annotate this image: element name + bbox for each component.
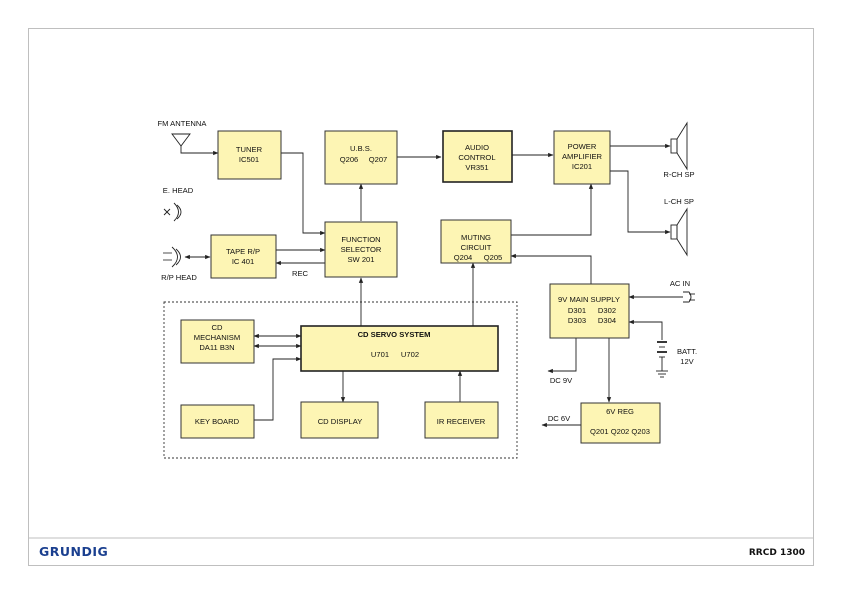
muting-label-2: CIRCUIT — [461, 243, 492, 252]
rp-head-label: R/P HEAD — [161, 273, 197, 282]
muting-to-power-wire — [511, 183, 594, 236]
brand-logo: GRUNDIG — [39, 544, 108, 559]
tape-rp-block: TAPE R/P IC 401 — [210, 234, 277, 279]
erase-head-icon — [163, 202, 182, 222]
cd-servo-label: CD SERVO SYSTEM — [358, 330, 431, 339]
main-supply-d303: D303 — [568, 316, 586, 325]
cd-mechanism-label-1: CD — [212, 323, 223, 332]
audio-control-label-1: AUDIO — [465, 143, 489, 152]
keyboard-label: KEY BOARD — [195, 417, 240, 426]
cd-display-block: CD DISPLAY — [300, 401, 379, 439]
main-supply-d304: D304 — [598, 316, 616, 325]
power-amplifier-block: POWER AMPLIFIER IC201 — [553, 130, 611, 185]
tuner-ic: IC501 — [239, 155, 259, 164]
ubs-q1: Q206 — [340, 155, 359, 164]
page-frame — [28, 28, 814, 566]
function-label-2: SELECTOR — [341, 245, 382, 254]
ubs-label: U.B.S. — [350, 144, 372, 153]
battery-to-supply-wire — [628, 319, 663, 340]
cd-mechanism-label-2: MECHANISM — [194, 333, 240, 342]
function-sw: SW 201 — [347, 255, 374, 264]
cd-servo-block: CD SERVO SYSTEM U701 U702 — [300, 325, 499, 372]
tape-rp-label: TAPE R/P — [226, 247, 260, 256]
ac-in-label: AC IN — [670, 279, 690, 288]
tuner-to-function-wire — [281, 152, 326, 236]
audio-control-block: AUDIO CONTROL VR351 — [442, 130, 513, 183]
muting-label-1: MUTING — [461, 233, 491, 242]
e-head-label: E. HEAD — [163, 186, 194, 195]
audio-control-vr: VR351 — [465, 163, 488, 172]
connections — [180, 143, 683, 428]
supply-to-muting-wire — [510, 253, 592, 284]
ac-plug-icon — [683, 291, 695, 303]
ir-receiver-label: IR RECEIVER — [437, 417, 486, 426]
muting-circuit-block: MUTING CIRCUIT Q204 Q205 — [440, 219, 512, 264]
function-label-1: FUNCTION — [341, 235, 380, 244]
function-selector-block: FUNCTION SELECTOR SW 201 — [324, 221, 398, 278]
muting-q2: Q205 — [484, 253, 503, 262]
audio-control-label-2: CONTROL — [458, 153, 495, 162]
main-supply-block: 9V MAIN SUPPLY D301 D302 D303 D304 — [549, 283, 630, 339]
ubs-q2: Q207 — [369, 155, 388, 164]
rec-label: REC — [292, 269, 309, 278]
reg-6v-transistors: Q201 Q202 Q203 — [590, 427, 650, 436]
l-ch-sp-label: L-CH SP — [664, 197, 694, 206]
tuner-label: TUNER — [236, 145, 263, 154]
ir-receiver-block: IR RECEIVER — [424, 401, 499, 439]
tuner-block: TUNER IC501 — [217, 130, 282, 180]
r-ch-speaker-icon — [670, 121, 688, 171]
dc-9v-label: DC 9V — [550, 376, 573, 385]
antenna-to-tuner-wire — [180, 146, 219, 156]
power-amp-label-1: POWER — [568, 142, 597, 151]
power-amp-ic: IC201 — [572, 162, 592, 171]
dc-9v-output-wire — [547, 338, 577, 374]
power-amp-label-2: AMPLIFIER — [562, 152, 603, 161]
main-supply-label: 9V MAIN SUPPLY — [558, 295, 620, 304]
tape-rp-ic: IC 401 — [232, 257, 254, 266]
cd-mechanism-block: CD MECHANISM DA11 B3N — [180, 319, 255, 364]
main-supply-d302: D302 — [598, 306, 616, 315]
keyboard-block: KEY BOARD — [180, 404, 255, 439]
batt-label: BATT. — [677, 347, 697, 356]
muting-q1: Q204 — [454, 253, 473, 262]
antenna-icon — [171, 133, 191, 147]
batt-voltage-label: 12V — [680, 357, 694, 366]
dc-6v-label: DC 6V — [548, 414, 571, 423]
reg-6v-label: 6V REG — [606, 407, 634, 416]
cd-servo-u702: U702 — [401, 350, 419, 359]
l-ch-speaker-icon — [670, 207, 688, 257]
cd-section-boundary — [163, 301, 518, 459]
fm-antenna-label: FM ANTENNA — [158, 119, 208, 128]
ubs-block: U.B.S. Q206 Q207 — [324, 130, 398, 185]
main-supply-d301: D301 — [568, 306, 586, 315]
cd-mechanism-model: DA11 B3N — [199, 343, 234, 352]
rp-head-icon — [163, 246, 181, 268]
battery-icon — [656, 341, 668, 378]
cd-servo-u701: U701 — [371, 350, 389, 359]
model-number: RRCD 1300 — [749, 548, 805, 558]
keyboard-to-servo-wire — [254, 356, 302, 421]
cd-display-label: CD DISPLAY — [318, 417, 363, 426]
r-ch-sp-label: R-CH SP — [663, 170, 694, 179]
power-to-l-speaker-wire — [610, 170, 671, 235]
reg-6v-block: 6V REG Q201 Q202 Q203 — [580, 402, 661, 444]
